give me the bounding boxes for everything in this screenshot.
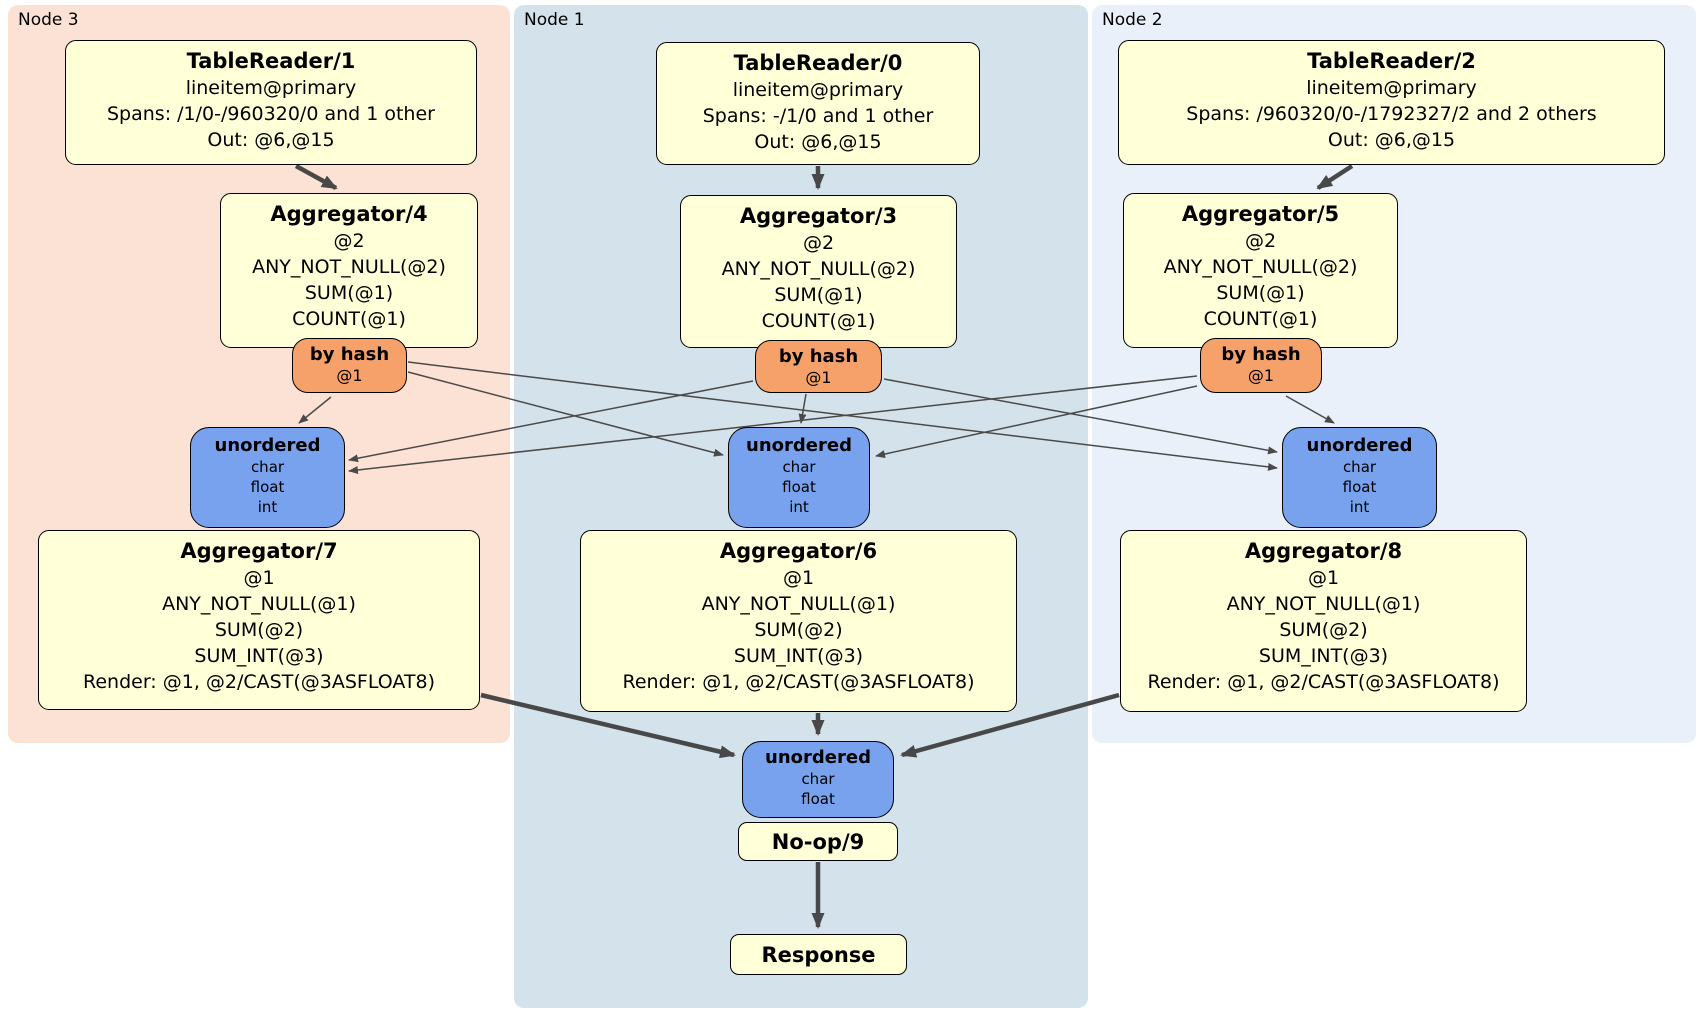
table-reader-box: TableReader/2 lineitem@primary Spans: /9… (1118, 40, 1665, 165)
router-column: @1 (1247, 366, 1275, 385)
aggregator-box: Aggregator/7 @1 ANY_NOT_NULL(@1) SUM(@2)… (38, 530, 480, 710)
processor-detail: lineitem@primary (732, 79, 904, 101)
stream-title: unordered (214, 435, 321, 456)
processor-detail: lineitem@primary (185, 77, 357, 99)
unordered-stream-box: unordered char float (742, 741, 894, 818)
processor-title: Aggregator/5 (1181, 202, 1340, 226)
processor-detail: Spans: /960320/0-/1792327/2 and 2 others (1186, 103, 1597, 125)
processor-detail: ANY_NOT_NULL(@2) (252, 256, 446, 278)
processor-title: Aggregator/6 (719, 539, 878, 563)
stream-type: float (250, 478, 285, 496)
processor-detail: COUNT(@1) (292, 308, 406, 330)
stream-type: char (801, 770, 835, 788)
stream-type: char (782, 458, 816, 476)
node1-label: Node 1 (524, 10, 585, 30)
unordered-stream-box: unordered char float int (728, 427, 870, 528)
processor-detail: Render: @1, @2/CAST(@3ASFLOAT8) (622, 671, 975, 693)
processor-title: Aggregator/3 (739, 204, 898, 228)
aggregator-box: Aggregator/6 @1 ANY_NOT_NULL(@1) SUM(@2)… (580, 530, 1017, 712)
processor-detail: lineitem@primary (1306, 77, 1477, 99)
aggregator-box: Aggregator/5 @2 ANY_NOT_NULL(@2) SUM(@1)… (1123, 193, 1398, 348)
processor-detail: SUM(@1) (304, 282, 394, 304)
router-column: @1 (336, 366, 363, 385)
processor-detail: ANY_NOT_NULL(@1) (162, 593, 356, 615)
aggregator-box: Aggregator/3 @2 ANY_NOT_NULL(@2) SUM(@1)… (680, 195, 957, 348)
processor-title: TableReader/2 (1307, 49, 1476, 73)
unordered-stream-box: unordered char float int (1282, 427, 1437, 528)
stream-type: float (1342, 478, 1377, 496)
stream-type: float (801, 790, 835, 808)
stream-type: int (257, 498, 278, 516)
router-column: @1 (805, 368, 832, 387)
table-reader-box: TableReader/1 lineitem@primary Spans: /1… (65, 40, 477, 165)
response-box: Response (730, 934, 907, 975)
processor-title: TableReader/1 (186, 49, 356, 73)
hash-router-box: by hash @1 (755, 340, 882, 393)
processor-title: No-op/9 (771, 829, 865, 854)
stream-type: char (250, 458, 285, 476)
stream-type: int (789, 498, 809, 516)
processor-title: Aggregator/4 (270, 202, 428, 226)
processor-detail: SUM(@2) (754, 619, 843, 641)
processor-detail: Out: @6,@15 (207, 129, 335, 151)
stream-title: unordered (765, 747, 871, 768)
aggregator-box: Aggregator/8 @1 ANY_NOT_NULL(@1) SUM(@2)… (1120, 530, 1527, 712)
processor-detail: SUM(@1) (1216, 282, 1305, 304)
processor-detail: SUM(@1) (774, 284, 863, 306)
stream-type: int (1349, 498, 1370, 516)
processor-title: TableReader/0 (733, 51, 903, 75)
node3-label: Node 3 (18, 10, 79, 30)
noop-box: No-op/9 (738, 822, 898, 861)
processor-detail: Out: @6,@15 (1327, 129, 1456, 151)
unordered-stream-box: unordered char float int (190, 427, 345, 528)
router-title: by hash (309, 344, 390, 365)
processor-detail: ANY_NOT_NULL(@1) (1226, 593, 1421, 615)
processor-detail: ANY_NOT_NULL(@1) (701, 593, 896, 615)
processor-detail: COUNT(@1) (1203, 308, 1318, 330)
processor-detail: Spans: -/1/0 and 1 other (702, 105, 934, 127)
processor-detail: @1 (782, 567, 815, 589)
processor-detail: @2 (1244, 230, 1277, 252)
router-title: by hash (778, 346, 859, 367)
processor-detail: Render: @1, @2/CAST(@3ASFLOAT8) (83, 671, 435, 693)
router-title: by hash (1221, 344, 1301, 365)
processor-detail: SUM_INT(@3) (1258, 645, 1389, 667)
processor-detail: ANY_NOT_NULL(@2) (721, 258, 916, 280)
processor-title: Aggregator/8 (1244, 539, 1403, 563)
processor-detail: SUM(@2) (214, 619, 304, 641)
stream-type: float (782, 478, 816, 496)
processor-detail: Render: @1, @2/CAST(@3ASFLOAT8) (1147, 671, 1500, 693)
processor-detail: @2 (333, 230, 365, 252)
table-reader-box: TableReader/0 lineitem@primary Spans: -/… (656, 42, 980, 165)
processor-detail: SUM(@2) (1279, 619, 1368, 641)
hash-router-box: by hash @1 (1200, 338, 1322, 393)
processor-detail: @1 (243, 567, 275, 589)
node2-label: Node 2 (1102, 10, 1163, 30)
processor-title: Aggregator/7 (180, 539, 338, 563)
processor-detail: COUNT(@1) (761, 310, 876, 332)
stream-title: unordered (1306, 435, 1413, 456)
processor-detail: SUM_INT(@3) (733, 645, 864, 667)
processor-detail: SUM_INT(@3) (194, 645, 324, 667)
processor-detail: @2 (802, 232, 835, 254)
processor-detail: Spans: /1/0-/960320/0 and 1 other (107, 103, 435, 125)
stream-title: unordered (746, 435, 852, 456)
hash-router-box: by hash @1 (292, 338, 407, 393)
aggregator-box: Aggregator/4 @2 ANY_NOT_NULL(@2) SUM(@1)… (220, 193, 478, 348)
processor-detail: Out: @6,@15 (754, 131, 882, 153)
processor-title: Response (761, 942, 876, 967)
stream-type: char (1342, 458, 1377, 476)
processor-detail: @1 (1307, 567, 1340, 589)
processor-detail: ANY_NOT_NULL(@2) (1163, 256, 1358, 278)
